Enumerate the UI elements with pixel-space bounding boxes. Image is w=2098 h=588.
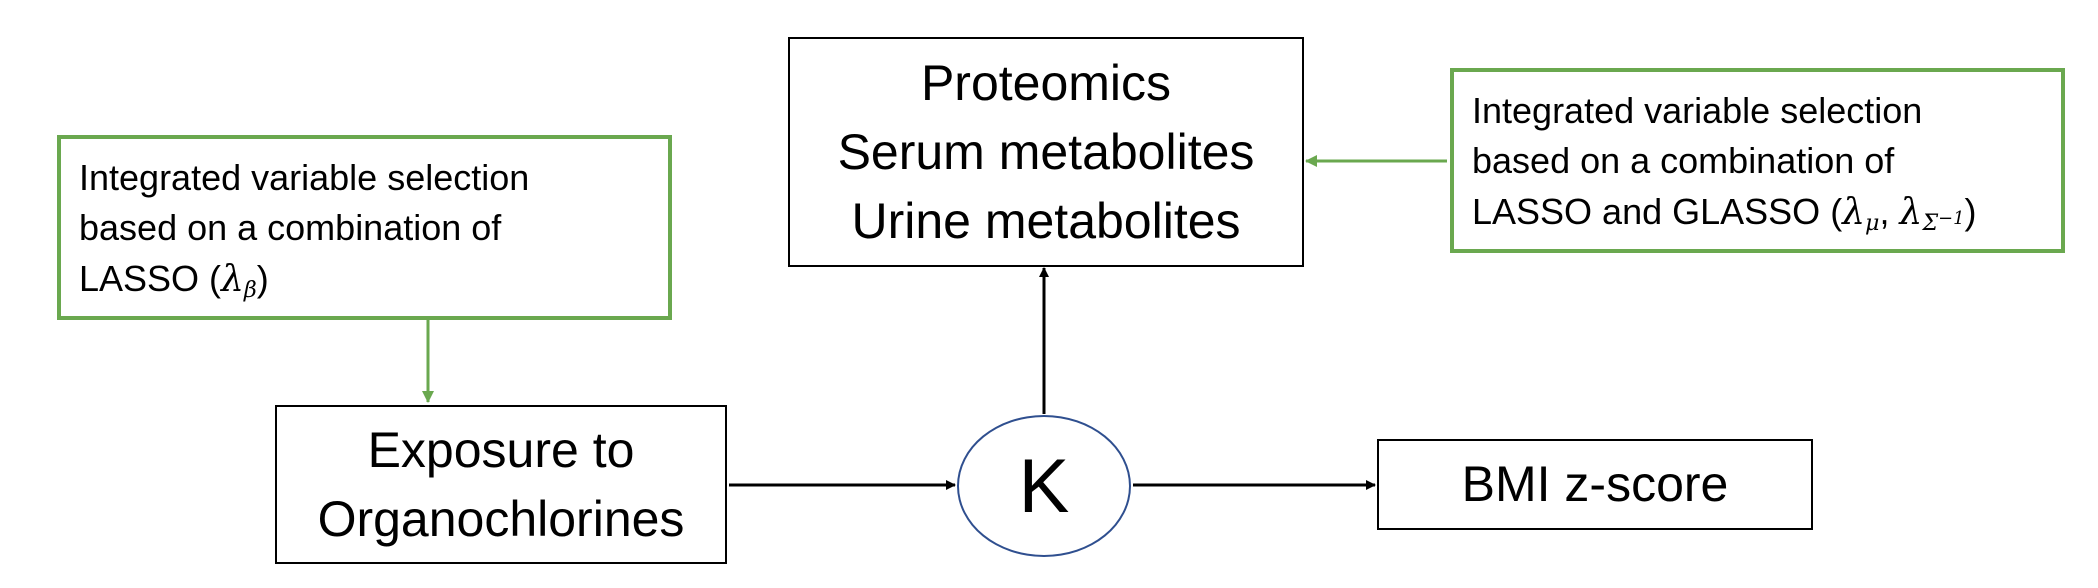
right-note-line-1: Integrated variable selection bbox=[1472, 90, 1923, 131]
lambda-separator: , bbox=[1879, 190, 1900, 232]
sigma-char: Σ bbox=[1922, 210, 1939, 237]
left-note-line-1: Integrated variable selection bbox=[79, 157, 530, 198]
sigma-inverse-exponent: −1 bbox=[1938, 207, 1965, 229]
bmi-box: BMI z-score bbox=[1377, 439, 1813, 530]
lambda-beta-base: λ bbox=[221, 258, 244, 300]
omics-line-proteomics: Proteomics bbox=[920, 54, 1172, 111]
latent-node-k: K bbox=[957, 415, 1131, 557]
exposure-line-1: Exposure to bbox=[367, 421, 635, 478]
lambda-mu-base: λ bbox=[1842, 191, 1866, 233]
latent-node-label: K bbox=[1018, 443, 1070, 529]
left-note-line-3: LASSO (λβ) bbox=[79, 254, 650, 305]
lambda-mu-subscript: μ bbox=[1865, 210, 1880, 237]
lambda-sigma-subscript: Σ−1 bbox=[1922, 207, 1965, 237]
right-note-suffix: ) bbox=[1964, 190, 1977, 232]
exposure-line-2: Organochlorines bbox=[317, 490, 685, 547]
left-note-line-2: based on a combination of bbox=[79, 207, 502, 249]
bmi-label: BMI z-score bbox=[1461, 456, 1729, 512]
right-note-line-3: LASSO and GLASSO (λμ, λΣ−1) bbox=[1472, 187, 2043, 238]
right-note-line-2: based on a combination of bbox=[1472, 140, 1895, 182]
lambda-mu-symbol: λμ bbox=[1842, 191, 1880, 237]
right-selection-note: Integrated variable selection based on a… bbox=[1450, 68, 2065, 253]
omics-line-urine: Urine metabolites bbox=[851, 192, 1241, 249]
right-note-prefix: LASSO and GLASSO ( bbox=[1472, 190, 1843, 232]
omics-box: Proteomics Serum metabolites Urine metab… bbox=[788, 37, 1304, 267]
left-note-suffix: ) bbox=[256, 257, 269, 299]
lambda-beta-symbol: λβ bbox=[221, 258, 257, 304]
lambda-beta-subscript: β bbox=[243, 277, 257, 304]
lambda-sigma-base: λ bbox=[1899, 191, 1923, 233]
left-selection-note: Integrated variable selection based on a… bbox=[57, 135, 672, 320]
omics-line-serum: Serum metabolites bbox=[837, 123, 1255, 180]
lambda-sigma-symbol: λΣ−1 bbox=[1899, 191, 1965, 237]
left-note-prefix: LASSO ( bbox=[79, 257, 222, 299]
exposure-box: Exposure to Organochlorines bbox=[275, 405, 727, 564]
